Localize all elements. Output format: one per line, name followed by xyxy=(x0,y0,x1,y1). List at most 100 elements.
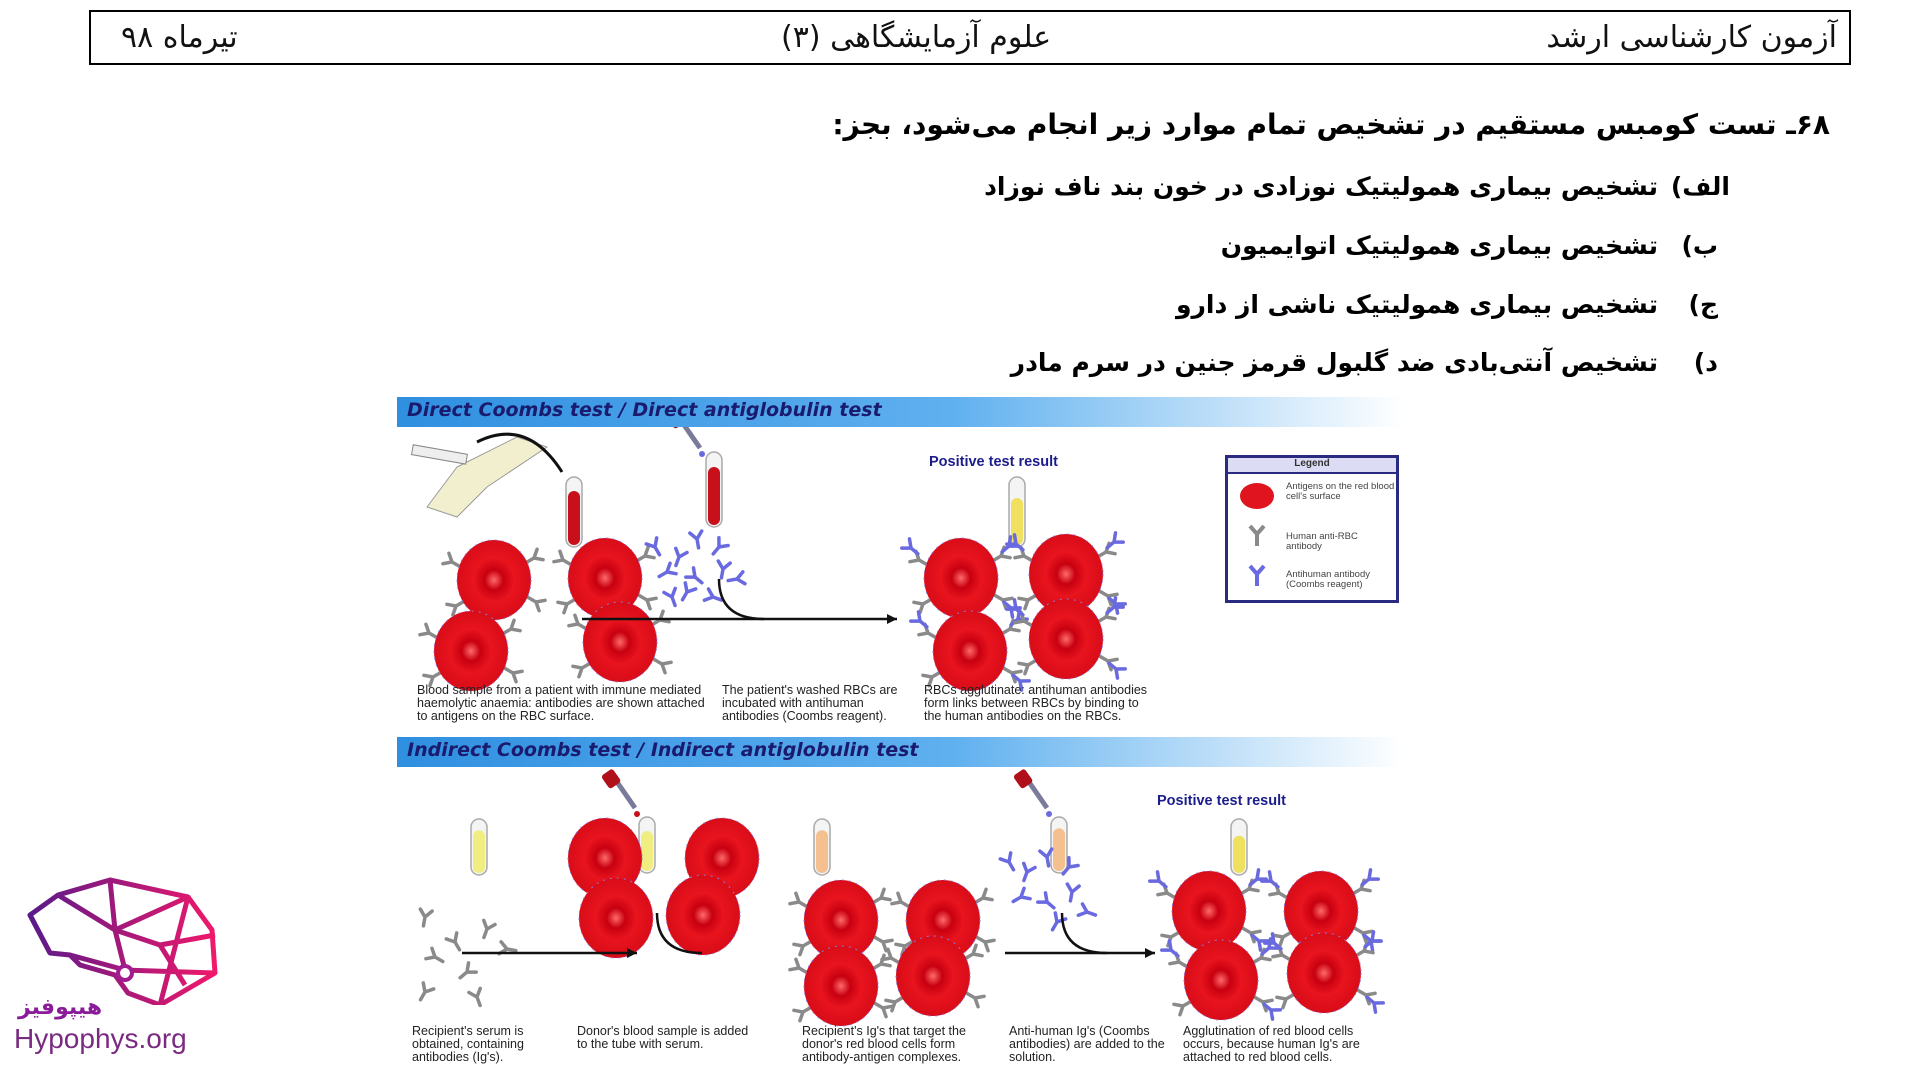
tube-contents xyxy=(708,467,720,525)
human-antibody-icon xyxy=(567,613,588,631)
red-blood-cell xyxy=(895,935,971,1017)
human-antibody-icon xyxy=(497,940,518,956)
red-blood-cell xyxy=(1028,598,1104,680)
figure-graphics xyxy=(410,409,1385,1027)
human-antibody-icon xyxy=(963,943,984,961)
red-blood-cell xyxy=(665,874,741,956)
indirect-caption-4: Anti-human Ig's (Coombs antibodies) are … xyxy=(1009,1024,1165,1064)
human-antibody-icon xyxy=(1272,930,1293,948)
antihuman-antibody-icon xyxy=(1038,847,1054,868)
tube-contents xyxy=(1233,835,1245,873)
antihuman-antibody-icon xyxy=(1360,868,1380,887)
human-antibody-icon xyxy=(1017,593,1038,611)
human-antibody-icon xyxy=(965,991,986,1009)
merge-curve xyxy=(717,578,765,621)
antihuman-antibody-icon xyxy=(680,581,698,602)
human-antibody-icon xyxy=(792,1005,813,1023)
antihuman-antibody-icon xyxy=(1005,598,1025,617)
indirect-caption-1: Recipient's serum is obtained, containin… xyxy=(412,1024,524,1064)
dropper-bulb xyxy=(1013,769,1033,789)
antihuman-antibody-icon xyxy=(1263,932,1283,951)
antihuman-antibody-icon xyxy=(1022,861,1037,883)
legend-human-antibody-icon xyxy=(1248,524,1266,546)
positive-label-indirect: Positive test result xyxy=(1157,793,1286,809)
human-antibody-icon xyxy=(556,597,577,615)
antihuman-antibody-icon xyxy=(1363,930,1383,949)
antihuman-antibody-icon xyxy=(684,566,704,585)
exam-subject: علوم آزمایشگاهی (۳) xyxy=(781,20,1052,55)
drop xyxy=(699,451,705,457)
figure-legend: Legend Antigens on the red blood cell's … xyxy=(1225,455,1399,603)
human-antibody-icon xyxy=(467,986,482,1008)
option-label: ب) xyxy=(1681,231,1718,260)
human-antibody-icon xyxy=(635,545,656,563)
human-antibody-icon xyxy=(871,887,892,905)
antihuman-antibody-icon xyxy=(1005,533,1025,552)
direct-caption-1: Blood sample from a patient with immune … xyxy=(417,683,705,723)
antihuman-antibody-icon xyxy=(1076,902,1098,917)
arrow-head xyxy=(887,614,897,624)
antihuman-antibody-icon xyxy=(711,536,730,556)
option-label: د) xyxy=(1693,348,1718,377)
exam-title: آزمون کارشناسی ارشد xyxy=(1546,20,1837,55)
indirect-title-band: Indirect Coombs test / Indirect antiglob… xyxy=(397,737,1404,767)
antihuman-antibody-icon xyxy=(900,537,920,556)
red-blood-cell xyxy=(433,610,509,692)
red-blood-cell xyxy=(567,537,643,619)
human-antibody-icon xyxy=(890,891,911,909)
human-antibody-icon xyxy=(1172,999,1193,1017)
legend-item-antihuman-antibody: Antihuman antibody (Coombs reagent) xyxy=(1286,569,1370,590)
arrow-head xyxy=(627,948,637,958)
antihuman-antibody-icon xyxy=(702,587,724,602)
human-antibody-icon xyxy=(418,907,434,928)
legend-item-human-antibody: Human anti-RBC antibody xyxy=(1286,531,1358,552)
antihuman-antibody-icon xyxy=(1250,933,1270,952)
legend-item-rbc: Antigens on the red blood cell's surface xyxy=(1286,481,1395,502)
question-text: تست کومبس مستقیم در تشخیص تمام موارد زیر… xyxy=(832,108,1777,141)
antihuman-antibody-icon xyxy=(1148,870,1168,889)
brain-logo-icon xyxy=(27,877,218,1005)
human-antibody-icon xyxy=(975,935,996,953)
human-antibody-icon xyxy=(880,947,901,965)
human-antibody-icon xyxy=(526,595,547,613)
human-antibody-icon xyxy=(418,981,436,1002)
question-title: ۶۸ـ تست کومبس مستقیم در تشخیص تمام موارد… xyxy=(832,108,1830,141)
option-text: تشخیص بیماری همولیتیک ناشی از دارو xyxy=(1175,290,1658,319)
drop xyxy=(634,811,640,817)
antihuman-antibody-icon xyxy=(1262,1002,1282,1021)
option-label: ج) xyxy=(1688,290,1718,319)
option-a: الف) تشخیص بیماری همولیتیک نوزادی در خون… xyxy=(918,172,1730,208)
human-antibody-icon xyxy=(501,618,522,636)
antihuman-antibody-icon xyxy=(1065,882,1081,903)
dropper-icon xyxy=(614,780,638,810)
antihuman-antibody-icon xyxy=(1260,870,1280,889)
red-blood-cell xyxy=(1286,932,1362,1014)
human-antibody-icon xyxy=(652,657,673,675)
human-antibody-icon xyxy=(441,551,462,569)
red-blood-cell xyxy=(456,539,532,621)
direct-title-band: Direct Coombs test / Direct antiglobulin… xyxy=(397,397,1404,427)
positive-label-direct: Positive test result xyxy=(929,454,1058,470)
merge-curve xyxy=(655,912,703,955)
antihuman-antibody-icon xyxy=(1107,661,1127,680)
red-blood-cell xyxy=(1283,870,1359,952)
tube-contents xyxy=(473,830,485,873)
red-blood-cell xyxy=(1028,533,1104,615)
human-antibody-icon xyxy=(444,931,462,952)
antihuman-antibody-icon xyxy=(1061,856,1080,876)
red-blood-cell xyxy=(1171,870,1247,952)
antihuman-antibody-icon xyxy=(1036,891,1056,910)
human-antibody-icon xyxy=(873,1001,894,1019)
human-antibody-icon xyxy=(894,939,915,957)
red-blood-cell xyxy=(803,879,879,961)
exam-header: آزمون کارشناسی ارشد علوم آزمایشگاهی (۳) … xyxy=(89,10,1851,65)
syringe-icon xyxy=(410,444,468,465)
human-antibody-icon xyxy=(912,597,933,615)
antihuman-antibody-icon xyxy=(726,570,747,586)
option-text: تشخیص بیماری همولیتیک نوزادی در خون بند … xyxy=(984,172,1658,201)
option-label: الف) xyxy=(1670,172,1730,201)
human-antibody-icon xyxy=(788,891,809,909)
red-blood-cell xyxy=(567,817,643,899)
antihuman-antibody-icon xyxy=(1105,596,1125,615)
human-antibody-icon xyxy=(921,670,942,688)
